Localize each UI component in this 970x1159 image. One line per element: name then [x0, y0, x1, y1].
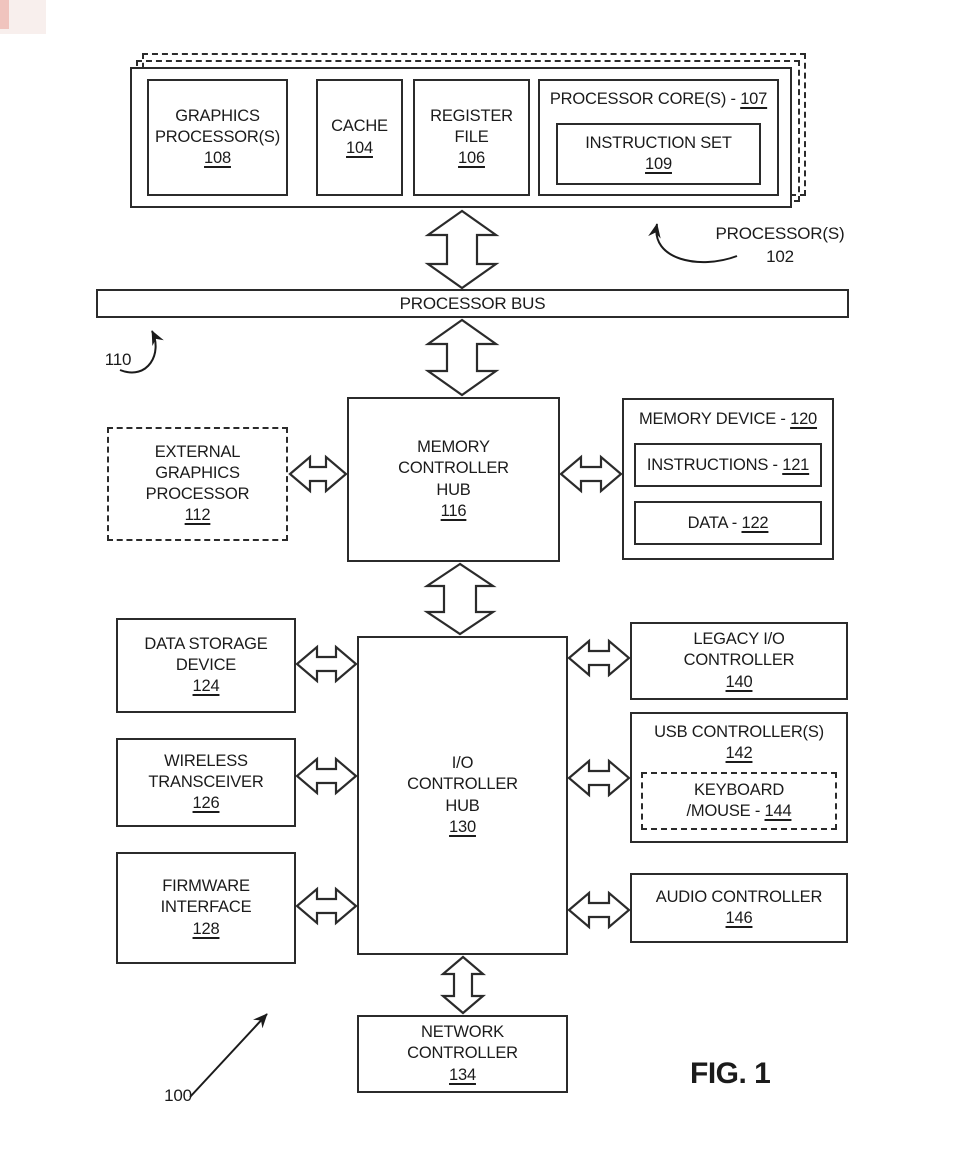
label-line: GRAPHICS [175, 106, 260, 125]
data-title: DATA - 122 [688, 513, 769, 534]
system-ref-label: 100 [154, 1085, 202, 1108]
label-line: CONTROLLER [683, 651, 795, 670]
label-line: LEGACY I/O [693, 630, 785, 649]
instructions-box: INSTRUCTIONS - 121 [634, 443, 822, 488]
audio-controller-box: AUDIO CONTROLLER 146 [630, 873, 848, 943]
label-line: DATA - [687, 513, 738, 532]
label-line: FIRMWARE [162, 877, 250, 896]
arrow-mch-to-ioch [423, 562, 497, 636]
arrow-processor-to-bus [424, 209, 500, 290]
ref-number: 109 [645, 155, 672, 174]
wireless-transceiver-box: WIRELESS TRANSCEIVER 126 [116, 738, 296, 827]
label-line: INSTRUCTIONS - [646, 455, 778, 474]
ref-number: 140 [725, 672, 753, 691]
label-line: MEMORY [417, 438, 490, 457]
ref-number: 130 [449, 817, 476, 836]
processor-ref-label: PROCESSOR(S) 102 [700, 223, 860, 269]
ref-number: 107 [740, 90, 768, 108]
processor-cores-title: PROCESSOR CORE(S) - 107 [550, 89, 767, 110]
ref-number: 146 [725, 909, 753, 927]
ref-number: 106 [458, 149, 485, 168]
ref-number: 116 [440, 501, 467, 520]
network-controller-box: NETWORK CONTROLLER 134 [357, 1015, 568, 1093]
arrow-firmware-to-ioch [295, 886, 358, 926]
usb-controller-box: USB CONTROLLER(S) 142 KEYBOARD /MOUSE - … [630, 712, 848, 843]
ref-number: 134 [449, 1065, 476, 1084]
instructions-title: INSTRUCTIONS - 121 [646, 455, 810, 476]
register-file-box: REGISTER FILE 106 [413, 79, 530, 196]
ref-number: 104 [346, 138, 373, 157]
memory-device-box: MEMORY DEVICE - 120 INSTRUCTIONS - 121 D… [622, 398, 834, 560]
label-line: CONTROLLER [407, 775, 518, 794]
cache-box: CACHE 104 [316, 79, 403, 196]
label-line: PROCESSOR(S) [715, 224, 845, 243]
ref-number: 142 [725, 744, 753, 763]
keyboard-mouse-box: KEYBOARD /MOUSE - 144 [641, 772, 837, 831]
label-line: HUB [445, 796, 480, 815]
ref-number: 124 [192, 677, 220, 696]
label-line: CACHE [331, 117, 388, 136]
data-box: DATA - 122 [634, 501, 822, 546]
label-line: KEYBOARD [693, 781, 785, 800]
processor-cores-box: PROCESSOR CORE(S) - 107 INSTRUCTION SET … [538, 79, 779, 196]
label-line: /MOUSE - [686, 802, 761, 821]
label-line: CONTROLLER [407, 1044, 518, 1063]
label-line: FILE [454, 127, 489, 146]
ref-number: 100 [164, 1086, 192, 1105]
arrow-mch-to-memory [559, 454, 623, 494]
data-storage-device-box: DATA STORAGE DEVICE 124 [116, 618, 296, 713]
label-line: INTERFACE [160, 898, 252, 917]
ref-number: 110 [104, 350, 132, 369]
ref-number: 122 [741, 513, 769, 532]
instruction-set-box: INSTRUCTION SET 109 [556, 123, 761, 186]
ref-number: 112 [184, 506, 211, 525]
ref-number: 108 [204, 149, 231, 168]
arrow-datastorage-to-ioch [295, 644, 358, 684]
ref-number: 126 [192, 794, 220, 813]
label-line: AUDIO CONTROLLER [655, 887, 823, 906]
label-line: REGISTER [430, 106, 513, 125]
ref-number: 144 [764, 802, 792, 821]
label-line: DATA STORAGE [144, 634, 268, 653]
label-line: WIRELESS [164, 751, 248, 770]
arrow-ioch-to-network [440, 955, 486, 1015]
arrow-ioch-to-audio [567, 890, 631, 930]
label-line: PROCESSOR CORE(S) - [549, 90, 736, 108]
label-line: PROCESSOR(S) [154, 127, 281, 146]
label-line: PROCESSOR [145, 485, 250, 503]
external-graphics-processor-box: EXTERNAL GRAPHICS PROCESSOR 112 [107, 427, 288, 541]
graphics-processor-box: GRAPHICS PROCESSOR(S) 108 [147, 79, 288, 196]
label-line: MEMORY DEVICE - [638, 410, 786, 428]
legacy-io-controller-box: LEGACY I/O CONTROLLER 140 [630, 622, 848, 700]
firmware-interface-box: FIRMWARE INTERFACE 128 [116, 852, 296, 964]
label-line: HUB [436, 480, 471, 499]
bus-ref-label: 110 [94, 349, 142, 372]
label-line: NETWORK [421, 1023, 504, 1042]
label-line: I/O [451, 754, 474, 773]
arrow-ioch-to-legacy [567, 638, 631, 678]
label-line: TRANSCEIVER [148, 772, 264, 791]
label-line: DEVICE [175, 655, 237, 674]
keyboard-mouse-line2: /MOUSE - 144 [687, 801, 792, 822]
ref-number: 128 [192, 919, 220, 938]
arrow-bus-to-mch [424, 318, 500, 397]
memory-controller-hub-box: MEMORY CONTROLLER HUB 116 [347, 397, 560, 562]
label-line: EXTERNAL [154, 442, 241, 461]
scan-artifact-edge [0, 0, 9, 29]
label-line: USB CONTROLLER(S) [654, 723, 824, 741]
ref-number: 120 [790, 410, 818, 428]
figure-caption: FIG. 1 [690, 1057, 771, 1090]
label-line: GRAPHICS [155, 463, 240, 482]
label-line: INSTRUCTION SET [585, 134, 732, 152]
ref-number: 102 [766, 246, 794, 266]
ref-number: 121 [782, 455, 810, 474]
memory-device-title: MEMORY DEVICE - 120 [639, 409, 817, 430]
arrow-egp-to-mch [288, 454, 348, 494]
io-controller-hub-box: I/O CONTROLLER HUB 130 [357, 636, 568, 955]
arrow-ioch-to-usb [567, 758, 631, 798]
label-line: CONTROLLER [398, 459, 509, 478]
label-line: PROCESSOR BUS [399, 293, 546, 313]
arrow-wireless-to-ioch [295, 756, 358, 796]
processor-bus-bar: PROCESSOR BUS [96, 289, 849, 318]
